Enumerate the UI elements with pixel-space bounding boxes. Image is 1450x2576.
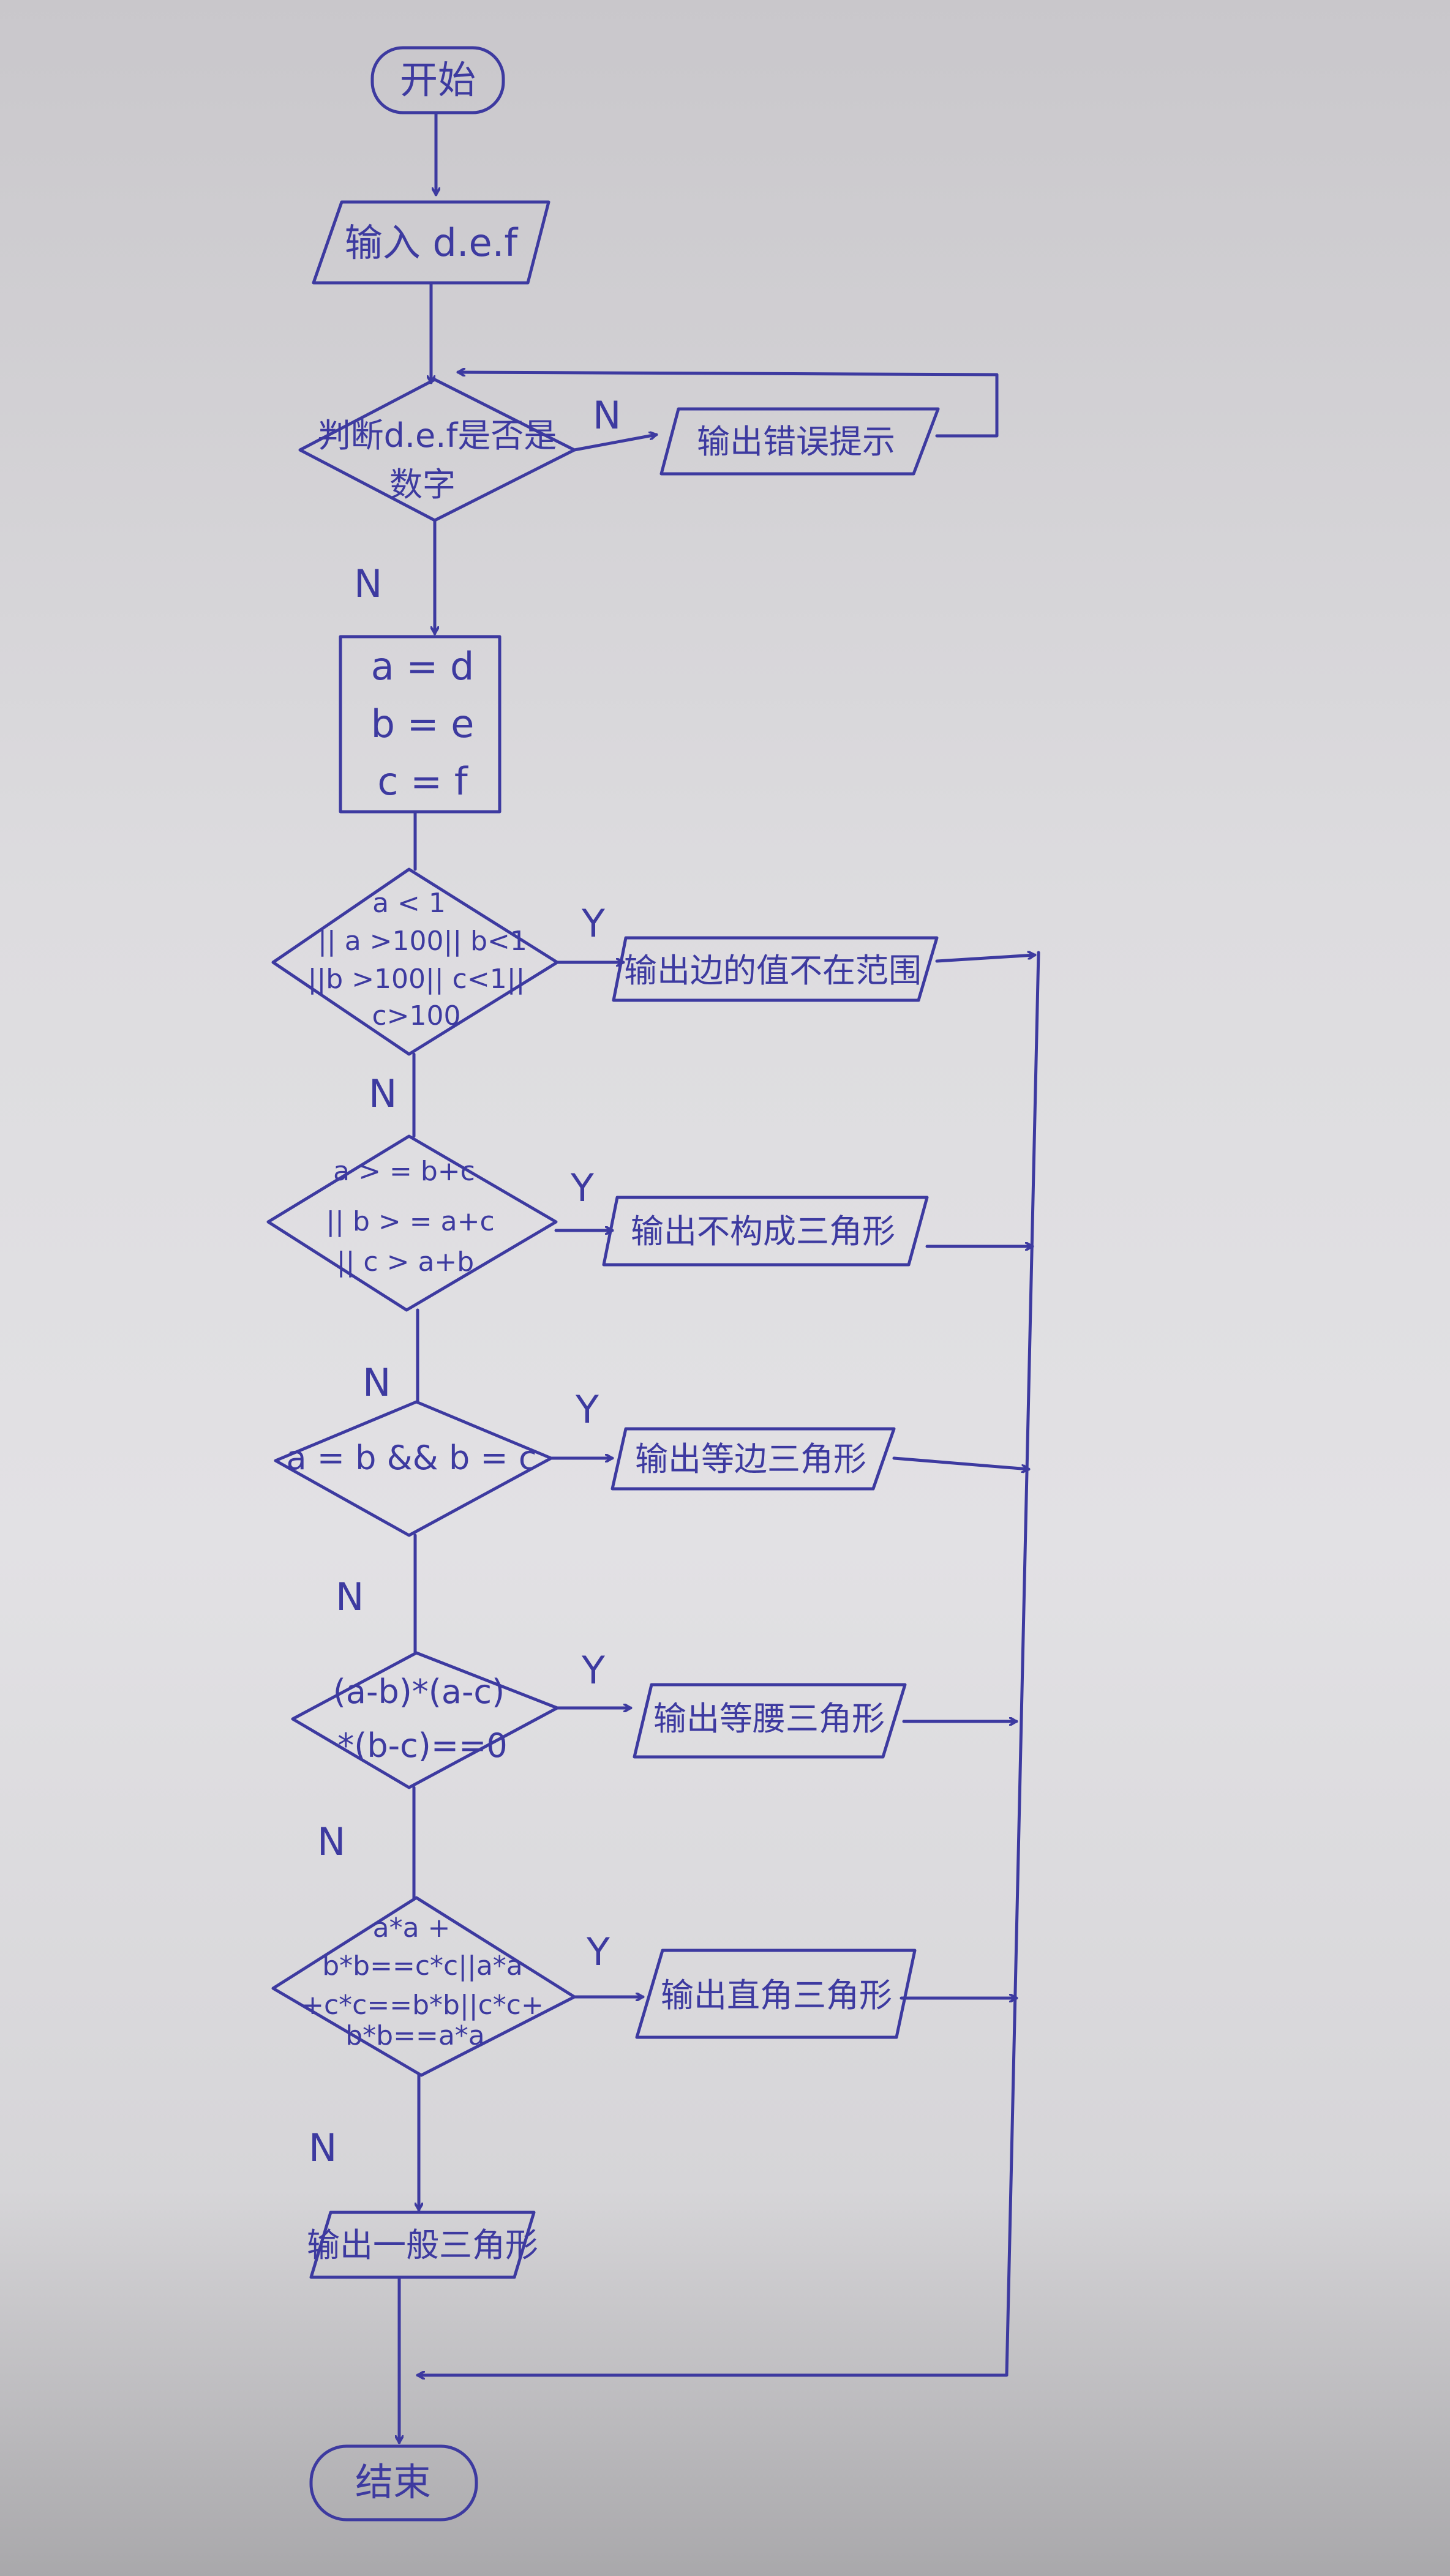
edge-range-output-merge [935, 955, 1037, 963]
right-check-line-4: b*b==a*a [345, 2020, 485, 2051]
edge-label-right-yes: Y [586, 1930, 610, 1974]
range-check-line-3: ||b >100|| c<1|| [308, 964, 525, 995]
edge-label-range-no: N [369, 1071, 397, 1116]
edge-label-check-no: N [593, 393, 621, 438]
range-check-line-2: || a >100|| b<1 [318, 926, 527, 957]
equilateral-check-label: a = b && b = c [286, 1439, 536, 1477]
not-triangle-output-label: 输出不构成三角形 [631, 1212, 895, 1251]
not-triangle-line-1: a > = b+c [333, 1156, 475, 1187]
edge-label-equilateral-no: N [336, 1574, 364, 1619]
check-number-line-2: 数字 [389, 465, 456, 504]
range-check-line-1: a < 1 [372, 888, 446, 919]
range-check-line-4: c>100 [372, 1000, 460, 1032]
isosceles-output-node: 输出等腰三角形 [633, 1683, 907, 1759]
edge-label-check-yes: N [354, 561, 382, 606]
edge-check-error [573, 435, 656, 452]
end-label: 结束 [355, 2460, 431, 2504]
input-label: 输入 d.e.f [345, 220, 519, 265]
error-prompt-label: 输出错误提示 [697, 422, 895, 461]
right-check-line-3: +c*c==b*b||c*c+ [301, 1990, 544, 2021]
edge-label-not-triangle-no: N [362, 1360, 391, 1405]
not-triangle-line-3: || c > a+b [337, 1246, 474, 1278]
edge-label-not-triangle-yes: Y [570, 1166, 594, 1210]
general-output-label: 输出一般三角形 [307, 2226, 538, 2264]
isosceles-line-1: (a-b)*(a-c) [333, 1672, 505, 1711]
edge-label-right-no: N [309, 2125, 337, 2170]
end-terminal: 结束 [309, 2444, 478, 2522]
right-output-node: 输出直角三角形 [635, 1949, 917, 2039]
right-angle-diamond: a*a + b*b==c*c||a*a +c*c==b*b||c*c+ b*b=… [271, 1896, 576, 2077]
start-label: 开始 [400, 58, 476, 102]
right-check-line-2: b*b==c*c||a*a [322, 1950, 523, 1982]
merge-line [416, 951, 1040, 2375]
isosceles-diamond: (a-b)*(a-c) *(b-c)==0 [291, 1651, 559, 1789]
edge-label-isosceles-yes: Y [581, 1648, 605, 1693]
edge-label-range-yes: Y [581, 901, 605, 946]
assign-box: a = d b = e c = f [339, 635, 501, 814]
assign-line-3: c = f [377, 759, 468, 804]
input-node: 输入 d.e.f [312, 200, 550, 285]
error-prompt-node: 输出错误提示 [659, 407, 940, 476]
edge-label-equilateral-yes: Y [575, 1387, 599, 1432]
isosceles-output-label: 输出等腰三角形 [653, 1699, 885, 1738]
not-triangle-output-node: 输出不构成三角形 [602, 1196, 929, 1267]
equilateral-diamond: a = b && b = c [274, 1400, 553, 1537]
edge-label-isosceles-no: N [317, 1819, 345, 1864]
assign-line-1: a = d [371, 644, 475, 689]
isosceles-line-2: *(b-c)==0 [337, 1726, 507, 1765]
range-output-node: 输出边的值不在范围 [612, 936, 939, 1002]
start-terminal: 开始 [370, 46, 505, 114]
check-number-line-1: 判断d.e.f是否是 [318, 416, 557, 455]
range-output-label: 输出边的值不在范围 [624, 951, 922, 990]
right-output-label: 输出直角三角形 [661, 1976, 892, 2015]
equilateral-output-label: 输出等边三角形 [635, 1440, 866, 1478]
not-triangle-diamond: a > = b+c || b > = a+c || c > a+b [266, 1134, 558, 1312]
assign-line-2: b = e [371, 702, 475, 746]
edge-error-loop-back [456, 372, 999, 438]
general-output-node: 输出一般三角形 [307, 2211, 538, 2279]
edge-equilateral-output-merge [892, 1456, 1029, 1469]
not-triangle-line-2: || b > = a+c [326, 1206, 494, 1237]
range-check-diamond: a < 1 || a >100|| b<1 ||b >100|| c<1|| c… [271, 867, 559, 1056]
equilateral-output-node: 输出等边三角形 [610, 1427, 896, 1491]
right-check-line-1: a*a + [373, 1912, 451, 1944]
check-number-diamond: 判断d.e.f是否是 数字 [298, 378, 576, 522]
